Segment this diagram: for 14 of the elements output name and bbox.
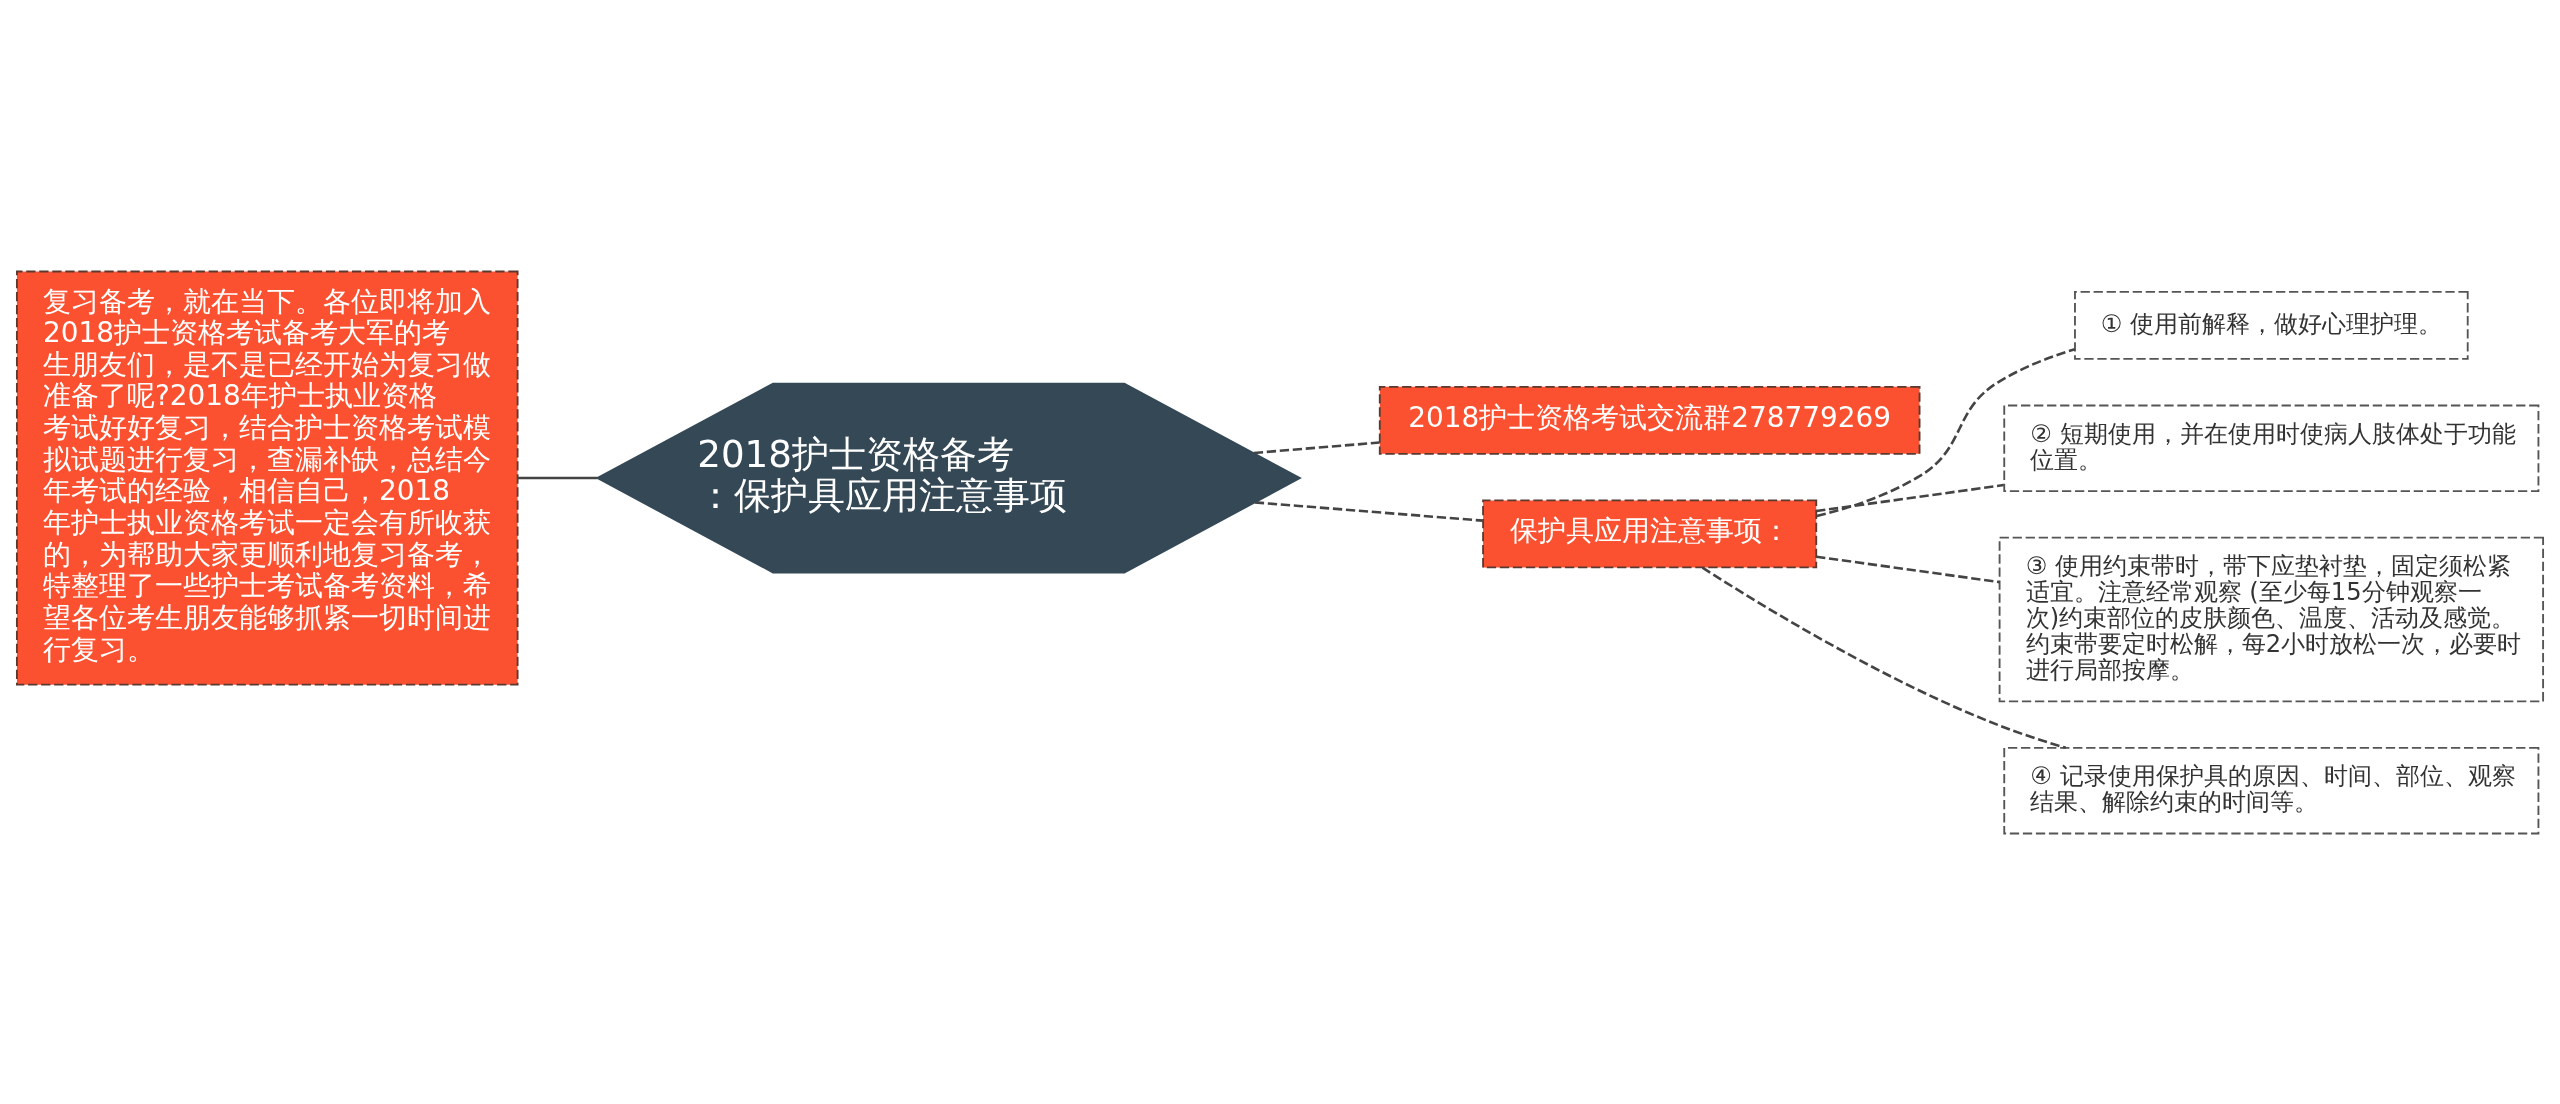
node-box: 复习备考，就在当下。各位即将加入2018护士资格考试备考大军的考生朋友们，是不是已经开始为复习做准备了呢?2018年护士执业资格考试好好复习，结合护士资格考试模拟试题进行复习，查漏补缺，总结今年考试的经验，相信自己，2018年护士执业资格考试一定会有所收获的，为帮助大家更顺利地复习备考，特整理了一些护士考试备考资料，希望各位考生朋友能够抓紧一切时间进行复习。 <box>16 270 519 686</box>
node-box: ① 使用前解释，做好心理护理。 <box>2074 290 2469 360</box>
node-box: ② 短期使用，并在使用时使病人肢体处于功能位置。 <box>2003 404 2540 492</box>
node-box: ④ 记录使用保护具的原因、时间、部位、观察结果、解除约束的时间等。 <box>2003 746 2540 834</box>
node-box: ③ 使用约束带时，带下应垫衬垫，固定须松紧适宜。注意经常观察 (至少每15分钟观察一次)约束部位的皮肤颜色、温度、活动及感觉。约束带要定时松解，每2小时放松一次，必要时进行局部按摩。 <box>1998 536 2544 702</box>
connector <box>1701 566 2067 749</box>
connector <box>1816 347 2076 517</box>
connector <box>1816 483 2004 512</box>
node-box: 保护具应用注意事项： <box>1482 498 1818 568</box>
connector <box>517 476 598 479</box>
connector <box>1254 500 1483 522</box>
connector <box>1816 554 2000 583</box>
connector <box>1253 440 1380 454</box>
node-box: 2018护士资格考试交流群278779269 <box>1378 385 1921 455</box>
